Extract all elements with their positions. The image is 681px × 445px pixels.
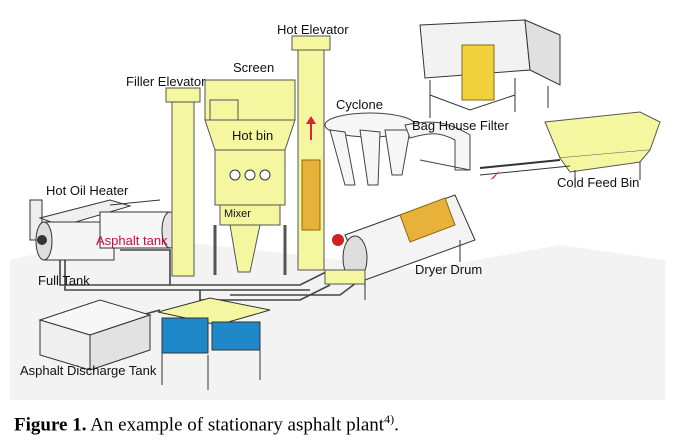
label-asphalt-discharge-tank: Asphalt Discharge Tank <box>20 363 157 378</box>
hot-elevator <box>291 35 331 271</box>
label-asphalt-tank: Asphalt tank <box>96 233 168 248</box>
asphalt-discharge-tank <box>38 299 152 371</box>
label-cyclone: Cyclone <box>336 97 383 112</box>
label-filler-elevator: Filler Elevator <box>126 74 206 89</box>
dryer-drum <box>324 194 476 300</box>
label-cold-feed-bin: Cold Feed Bin <box>557 175 640 190</box>
cyclone <box>324 112 416 186</box>
mixing-tower <box>204 79 296 275</box>
caption-end: . <box>394 414 399 436</box>
label-mixer: Mixer <box>224 208 251 220</box>
label-dryer-drum: Dryer Drum <box>415 262 483 277</box>
caption-text: An example of stationary asphalt plant <box>86 414 385 436</box>
cold-feed-bin <box>479 111 661 188</box>
label-hot-bin: Hot bin <box>232 128 274 143</box>
caption-reference: 4) <box>384 412 395 426</box>
exhaust-duct <box>404 121 471 171</box>
label-screen: Screen <box>233 60 275 75</box>
label-bag-house-filter: Bag House Filter <box>412 118 509 133</box>
figure-caption: Figure 1. An example of stationary aspha… <box>14 412 674 436</box>
control-room <box>157 297 271 390</box>
bag-house-filter <box>419 19 561 118</box>
label-hot-oil-heater: Hot Oil Heater <box>46 183 129 198</box>
figure-label: Figure 1. <box>14 414 87 436</box>
label-hot-elevator: Hot Elevator <box>277 22 349 37</box>
filler-elevator <box>165 87 201 277</box>
label-full-tank: Full Tank <box>38 273 90 288</box>
asphalt-plant-illustration <box>10 19 665 400</box>
asphalt-tank <box>99 199 179 249</box>
